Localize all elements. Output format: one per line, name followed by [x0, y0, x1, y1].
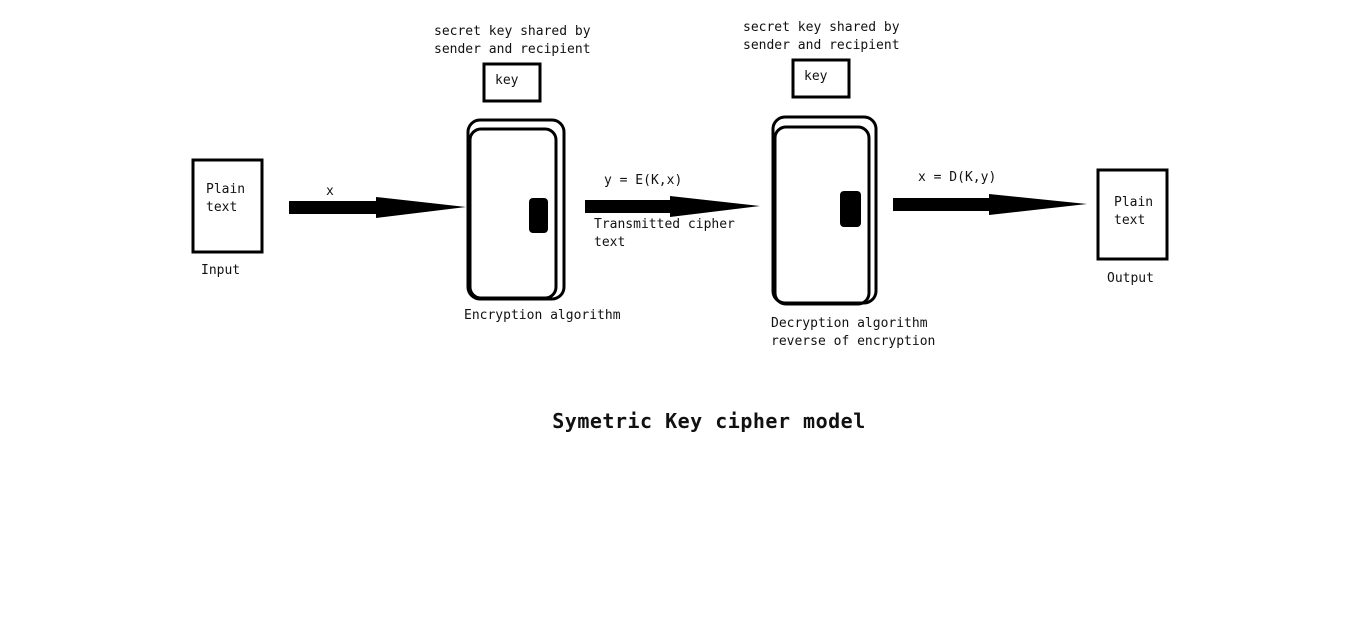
input-plaintext-box: [191, 158, 264, 254]
output-caption: Output: [1107, 271, 1154, 286]
encryption-device-handle: [529, 198, 548, 233]
decryption-key-note-line2: sender and recipient: [743, 38, 900, 53]
arrow2-label: y = E(K,x): [604, 173, 683, 188]
arrow1-label: x: [326, 184, 334, 199]
arrow2-note-line1: Transmitted cipher: [594, 217, 735, 232]
output-box-label-line1: Plain: [1114, 195, 1154, 210]
input-box-label-line1: Plain: [206, 182, 246, 197]
decryption-caption-line2: reverse of encryption: [771, 334, 936, 349]
input-caption: Input: [201, 263, 241, 278]
decryption-key-box: [791, 58, 851, 99]
decryption-key-label: key: [804, 69, 828, 84]
decryption-device-handle: [840, 191, 861, 227]
arrow3-label: x = D(K,y): [918, 170, 997, 185]
arrow2-note-line2: text: [594, 235, 626, 250]
encryption-algorithm-device: [466, 118, 566, 301]
encryption-key-note-line1: secret key shared by: [434, 24, 591, 39]
decryption-caption-line1: Decryption algorithm: [771, 316, 928, 331]
decryption-algorithm-device: [771, 115, 878, 306]
output-plaintext-box: [1096, 168, 1169, 261]
encryption-key-note-line2: sender and recipient: [434, 42, 591, 57]
encryption-key-label: key: [495, 73, 519, 88]
arrow-input-to-encryption: [289, 197, 466, 218]
output-box-label-line2: text: [1114, 213, 1146, 228]
input-box-label-line2: text: [206, 200, 238, 215]
decryption-key-note-line1: secret key shared by: [743, 20, 900, 35]
encryption-key-box: [482, 62, 542, 103]
arrow-encryption-to-decryption: [585, 196, 760, 217]
arrow-decryption-to-output: [893, 194, 1087, 215]
encryption-caption: Encryption algorithm: [464, 308, 621, 323]
diagram-title: Symetric Key cipher model: [552, 409, 866, 433]
